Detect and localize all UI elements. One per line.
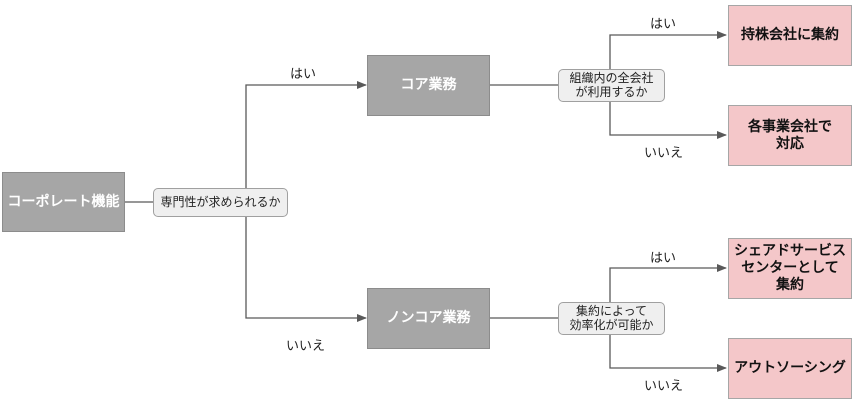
noncore-business-node: ノンコア業務 (367, 288, 490, 349)
core-business-node: コア業務 (367, 55, 490, 116)
label-noncore-no: いいえ (644, 379, 684, 394)
root-node: コーポレート機能 (2, 172, 125, 232)
label-core-yes: はい (650, 17, 677, 32)
result-outsourcing: アウトソーシング (728, 338, 852, 399)
edge-core-yes (609, 31, 727, 69)
edge-core-no (609, 102, 727, 139)
question-used-by-all: 組織内の全会社 が利用するか (558, 69, 665, 102)
edge-noncore-no (609, 335, 727, 372)
edge-trunk-lower (245, 217, 367, 322)
question-specialization: 専門性が求められるか (153, 188, 288, 217)
result-shared-service: シェアドサービス センターとして 集約 (728, 238, 852, 299)
label-noncore-yes: はい (650, 251, 677, 266)
label-core-no: いいえ (644, 146, 684, 161)
edge-label-noncore-no: いいえ (286, 339, 326, 354)
edge-label-core-yes: はい (290, 67, 317, 82)
result-holding-company: 持株会社に集約 (728, 5, 852, 66)
result-each-company: 各事業会社で 対応 (728, 105, 852, 166)
edge-noncore-yes (609, 264, 727, 302)
edge-trunk-upper (245, 81, 367, 188)
question-efficiency: 集約によって 効率化が可能か (558, 302, 665, 335)
